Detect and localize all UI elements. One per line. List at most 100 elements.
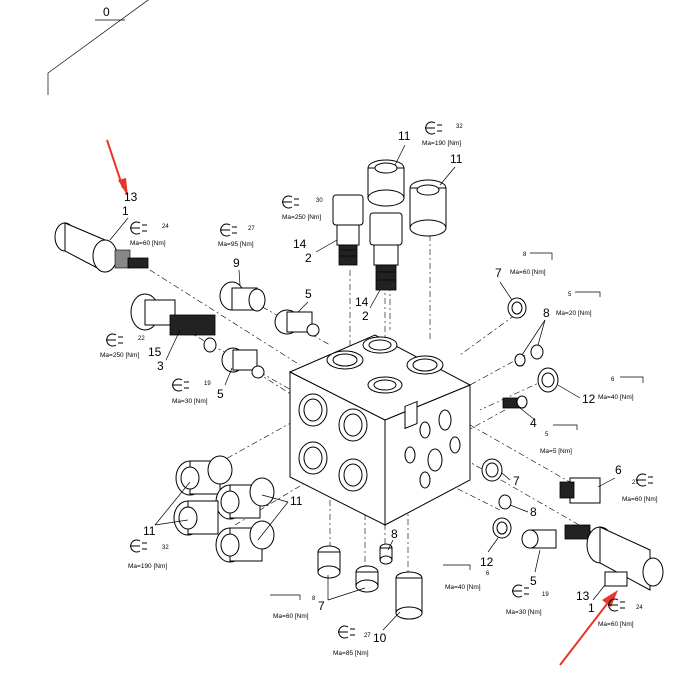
fitting-11-lower-3: [173, 500, 219, 536]
callout-12: 12: [582, 392, 596, 406]
callout-15: 15: [148, 345, 162, 359]
callout-11: 11: [290, 494, 303, 508]
callout-1: 1: [122, 204, 129, 218]
torque-value: Ma=60 [Nm]: [598, 621, 634, 628]
fitting-11-top-right: [409, 179, 447, 237]
check-valve-5-right: [521, 529, 557, 549]
allen-key-icons: [270, 252, 644, 600]
red-arrows: [106, 139, 618, 666]
torque-value: Ma=250 [Nm]: [100, 352, 139, 359]
check-valve-5-lower: [221, 347, 265, 379]
torque-value: Ma=60 [Nm]: [273, 613, 309, 620]
callout-11: 11: [450, 152, 463, 166]
callout-2: 2: [305, 251, 312, 265]
torque-value: Ma=60 [Nm]: [510, 269, 546, 276]
wrench-icon: [106, 333, 123, 347]
torque-value: Ma=95 [Nm]: [218, 241, 254, 248]
wrench-icon: [130, 221, 147, 235]
wrench-icon: [425, 121, 442, 135]
wrench-size: 8: [312, 596, 316, 602]
frame-outline: [47, 0, 149, 95]
callout-8: 8: [391, 527, 398, 541]
plug-12-right: [537, 367, 559, 393]
torque-value: Ma=30 [Nm]: [172, 398, 208, 405]
plug-7-bottom-left: [317, 545, 341, 579]
fitting-11-lower-2: [215, 477, 275, 520]
wrench-size: 6: [611, 377, 615, 383]
valve-block: [288, 334, 472, 526]
wrench-size: 24: [636, 605, 643, 611]
wrench-size: 30: [316, 198, 323, 204]
callout-12: 12: [480, 555, 494, 569]
valve-15: [130, 293, 217, 353]
torque-value: Ma=20 [Nm]: [556, 310, 592, 317]
solenoid-13-right: [564, 524, 664, 591]
wrench-size: 27: [632, 480, 639, 486]
fitting-11-top-left: [367, 159, 405, 207]
torque-value: Ma=30 [Nm]: [506, 609, 542, 616]
callout-13: 13: [576, 589, 590, 603]
torque-label-t5a: 5Ma=20 [Nm]: [556, 292, 592, 317]
torque-value: Ma=40 [Nm]: [445, 584, 481, 591]
wrench-size: 22: [138, 336, 145, 342]
torque-value: Ma=5 [Nm]: [540, 448, 572, 455]
wrench-size: 19: [204, 381, 211, 387]
callout-7: 7: [318, 599, 325, 613]
fitting-11-lower-1: [175, 455, 233, 496]
plug-7-bottom-right: [355, 565, 379, 593]
block-left-ports: [298, 393, 368, 492]
callout-11: 11: [398, 129, 411, 143]
callout-8: 8: [543, 306, 550, 320]
wrench-icon: [512, 584, 529, 598]
wrench-size: 5: [568, 292, 572, 298]
check-valve-5-upper: [274, 309, 320, 337]
callout-labels: 0 13 1 9 5 15 3 5 14 2 11 11 14 2 7 8 12…: [103, 5, 622, 645]
callout-7: 7: [495, 266, 502, 280]
plug-12-center: [492, 517, 512, 539]
torque-value: Ma=190 [Nm]: [128, 563, 167, 570]
torque-label-t6a: 6Ma=40 [Nm]: [598, 377, 634, 401]
callout-14: 14: [355, 295, 369, 309]
torque-label-t8b: 8Ma=60 [Nm]: [273, 596, 316, 620]
fitting-11-lower-4: [215, 520, 275, 563]
torque-value: Ma=40 [Nm]: [598, 394, 634, 401]
torque-value: Ma=60 [Nm]: [130, 240, 166, 247]
fitting-9: [219, 281, 266, 312]
frame-label: 0: [103, 5, 110, 19]
plug-8-bottom: [379, 543, 393, 565]
callout-7: 7: [513, 474, 520, 488]
torque-label-t5b: 5Ma=5 [Nm]: [540, 432, 572, 455]
cartridge-valve-14-right: [369, 212, 403, 291]
wrench-size: 19: [542, 592, 549, 598]
wrench-icon: [130, 539, 147, 553]
block-top-ports: [326, 336, 444, 394]
solenoid-13-left: [54, 222, 149, 273]
callout-11: 11: [143, 524, 156, 538]
torque-label-t6b: 6Ma=40 [Nm]: [445, 571, 490, 591]
wrench-icon: [172, 378, 189, 392]
block-right-ports: [404, 400, 461, 489]
plug-7-center: [481, 458, 503, 482]
callout-3: 3: [157, 359, 164, 373]
callout-6: 6: [615, 463, 622, 477]
callout-5: 5: [530, 574, 537, 588]
callout-4: 4: [530, 416, 537, 430]
plug-8-center: [498, 494, 512, 510]
wrench-icon: [636, 473, 653, 487]
valve-6: [559, 477, 601, 504]
callout-5: 5: [217, 387, 224, 401]
wrench-size: 32: [456, 124, 463, 130]
